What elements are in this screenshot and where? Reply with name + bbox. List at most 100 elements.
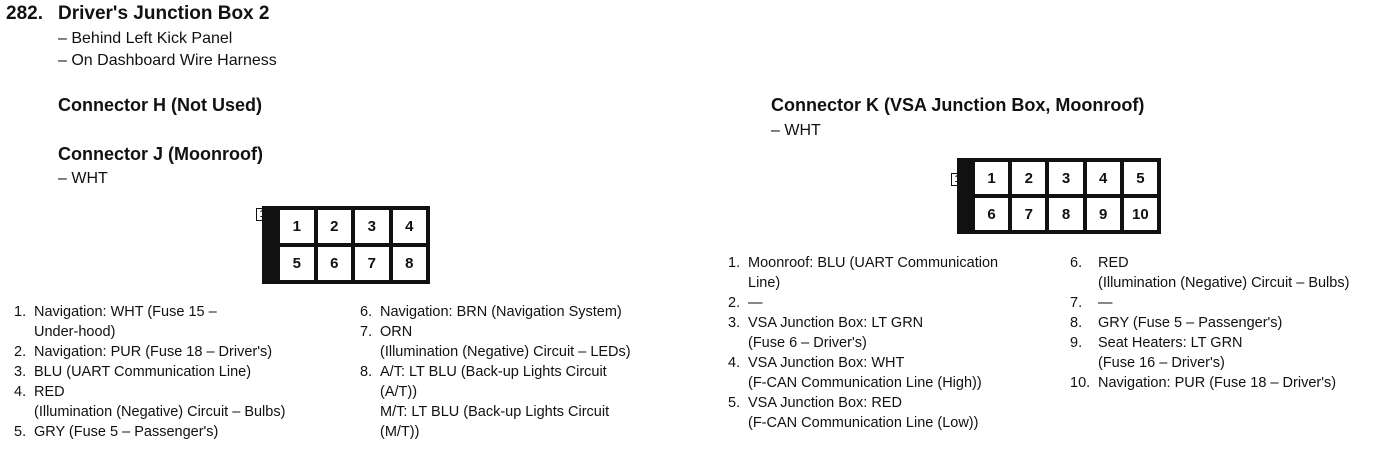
pin-description-line: RED [34,384,65,400]
pin-entry: 8. GRY (Fuse 5 – Passenger's) [1070,313,1385,333]
pin-number: 3. [728,315,741,331]
pin-entry: 6.Navigation: BRN (Navigation System) [360,302,700,322]
pin-number: 2. [728,295,741,311]
pin-description-line: VSA Junction Box: WHT [748,355,905,371]
location-line-2: – On Dashboard Wire Harness [58,52,277,69]
pin-number: 2. [14,344,27,360]
connector-k-cavity: 2 [1012,162,1046,194]
pin-entry: 9. Seat Heaters: LT GRN (Fuse 16 – Driver'… [1070,333,1385,373]
pin-number: 7. [1070,295,1083,311]
pin-description-line: Under-hood) [34,324,116,340]
pin-description: RED (Illumination (Negative) Circuit – Bu… [1098,253,1385,293]
pin-description: GRY (Fuse 5 – Passenger's) [34,422,344,442]
pin-description-line: (Illumination (Negative) Circuit – Bulbs… [1098,275,1350,291]
pin-entry: 3. VSA Junction Box: LT GRN (Fuse 6 – Driv… [728,313,1058,353]
pin-description-line: Seat Heaters: LT GRN [1098,335,1243,351]
pin-description-line: (Illumination (Negative) Circuit – LEDs) [380,344,631,360]
connector-h-title: Connector H (Not Used) [58,95,262,115]
pin-entry: 2. Navigation: PUR (Fuse 18 – Driver's) [14,342,344,362]
pin-number: 10. [1070,375,1091,391]
pin-entry: 6. RED (Illumination (Negative) Circuit – … [1070,253,1385,293]
connector-k-cavity: 1 [975,162,1009,194]
connector-k-cavity: 4 [1086,162,1120,194]
pin-description: BLU (UART Communication Line) [34,362,344,382]
connector-j-cavity: 7 [355,247,389,280]
pin-description: A/T: LT BLU (Back-up Lights Circuit (A/T)… [380,362,700,442]
pin-description-line: (Fuse 6 – Driver's) [748,335,867,351]
pin-entry: 2. — [728,293,1058,313]
pin-description-line: (A/T)) [380,384,418,400]
pin-number: 1. [728,255,741,271]
pin-entry: 7. — [1070,293,1385,313]
pin-description-line: Navigation: PUR (Fuse 18 – Driver's) [1098,375,1337,391]
pin-number: 6. [1070,255,1083,271]
pin-description-line: VSA Junction Box: LT GRN [748,315,924,331]
connector-j-cavity: 3 [355,210,389,243]
pin-description-line: RED [1098,255,1129,271]
connector-j-cavity: 2 [317,210,351,243]
pin-description-line: GRY (Fuse 5 – Passenger's) [34,424,219,440]
pin-description-line: A/T: LT BLU (Back-up Lights Circuit [380,364,607,380]
pin-entry: 4.VSA Junction Box: WHT(F-CAN Communicat… [728,353,1058,393]
connector-k-cavity: 5 [1123,162,1157,194]
pin-entry: 5. GRY (Fuse 5 – Passenger's) [14,422,344,442]
pin-entry: 3. BLU (UART Communication Line) [14,362,344,382]
section-number: 282. [6,3,43,24]
connector-k-color: – WHT [771,122,821,139]
pin-description-line: ORN [380,324,413,340]
pin-description-line: VSA Junction Box: RED [748,395,902,411]
pin-entry: 8. A/T: LT BLU (Back-up Lights Circuit (A/… [360,362,700,442]
pin-number: 5. [728,395,741,411]
pin-description-line: Moonroof: BLU (UART Communication [748,255,999,271]
connector-k-cavity: 8 [1049,198,1083,230]
pin-description-line: (M/T)) [380,424,420,440]
pin-description: — [748,293,1058,313]
pin-description-line: Navigation: BRN (Navigation System) [380,304,622,320]
pin-description: VSA Junction Box: WHT (F-CAN Communicatio… [748,353,1058,393]
pin-number: 8. [360,364,373,380]
pin-number: 8. [1070,315,1083,331]
connector-k-cavity: 9 [1086,198,1120,230]
pin-description: VSA Junction Box: RED(F-CAN Communicatio… [748,393,1058,433]
pin-number: 9. [1070,335,1083,351]
connector-k-cavity: 10 [1123,198,1157,230]
pin-description: Navigation: WHT (Fuse 15 – Under-hood) [34,302,344,342]
pin-description: Navigation: PUR (Fuse 18 – Driver's) [34,342,344,362]
pin-description-line: Line) [748,275,781,291]
connector-j-title: Connector J (Moonroof) [58,144,263,164]
connector-k-title: Connector K (VSA Junction Box, Moonroof) [771,95,1145,115]
pin-description-line: Navigation: PUR (Fuse 18 – Driver's) [34,344,273,360]
pin-description: Seat Heaters: LT GRN (Fuse 16 – Driver's) [1098,333,1385,373]
pin-number: 3. [14,364,27,380]
connector-j-cavity: 5 [280,247,314,280]
connector-j-pin-list-right: 6.Navigation: BRN (Navigation System) 7. O… [360,302,700,442]
pin-description: Navigation: BRN (Navigation System) [380,302,700,322]
pin-description: — [1098,293,1385,313]
pin-description-line: (Fuse 16 – Driver's) [1098,355,1225,371]
connector-k-cavity: 3 [1049,162,1083,194]
connector-j-pin-list-left: 1.Navigation: WHT (Fuse 15 –Under-hood)2… [14,302,344,442]
pin-description-line: M/T: LT BLU (Back-up Lights Circuit [380,404,610,420]
connector-j-color: – WHT [58,170,108,187]
pin-entry: 1.Navigation: WHT (Fuse 15 –Under-hood) [14,302,344,342]
pin-description: GRY (Fuse 5 – Passenger's) [1098,313,1385,333]
pin-description-line: (F-CAN Communication Line (High)) [748,375,982,391]
pin-description: RED(Illumination (Negative) Circuit – Bu… [34,382,344,422]
connector-j-cavity: 8 [392,247,426,280]
location-line-1: – Behind Left Kick Panel [58,30,233,47]
connector-k-cavity: 6 [975,198,1009,230]
pin-description-line: GRY (Fuse 5 – Passenger's) [1098,315,1283,331]
pin-description: Navigation: PUR (Fuse 18 – Driver's) [1098,373,1385,393]
pin-description: ORN (Illumination (Negative) Circuit – LE… [380,322,700,362]
page-title: Driver's Junction Box 2 [58,3,270,24]
pin-number: 7. [360,324,373,340]
pin-description-line: Navigation: WHT (Fuse 15 – [34,304,217,320]
pin-number: 5. [14,424,27,440]
pin-description: VSA Junction Box: LT GRN (Fuse 6 – Driver… [748,313,1058,353]
pin-description-line: BLU (UART Communication Line) [34,364,252,380]
connector-j-cavity: 4 [392,210,426,243]
